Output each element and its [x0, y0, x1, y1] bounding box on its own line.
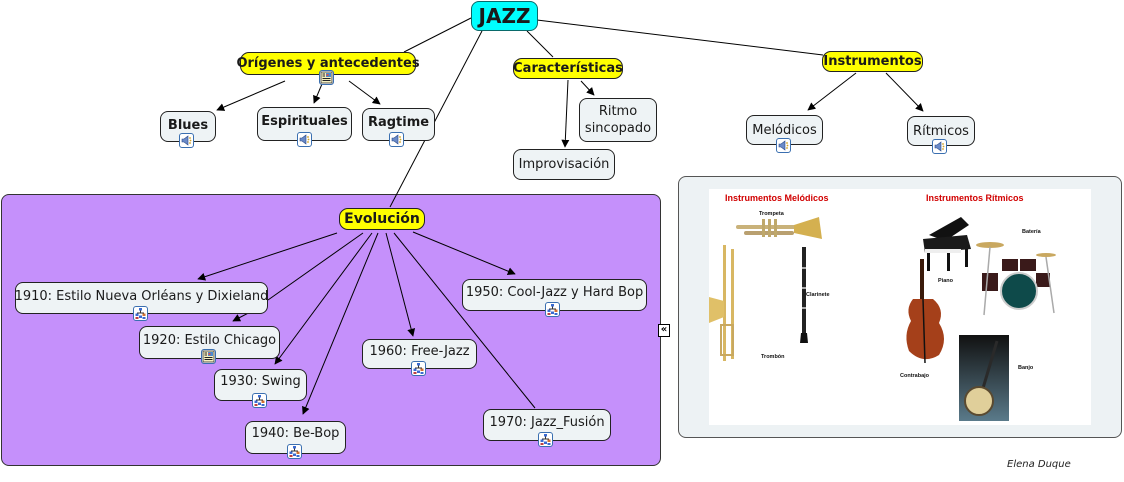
link-instr-rhythmic	[885, 72, 924, 112]
trombone-label: Trombón	[761, 354, 785, 360]
node-blues[interactable]: Blues	[160, 111, 216, 142]
category-instruments-label: Instrumentos	[823, 54, 922, 69]
double-bass-label: Contrabajo	[900, 373, 930, 379]
node-melodicos-label: Melódicos	[752, 122, 817, 138]
speaker-audio-icon[interactable]	[179, 133, 194, 148]
concept-map-icon[interactable]	[411, 361, 426, 376]
document-image-icon[interactable]	[319, 70, 334, 85]
link-root-characteristics	[526, 30, 554, 58]
category-origins-label: Orígenes y antecedentes	[236, 56, 420, 71]
rhythmic-title: Instrumentos Rítmicos	[926, 193, 1024, 203]
concept-map-icon[interactable]	[252, 393, 267, 408]
root-label: JAZZ	[478, 3, 531, 28]
drums-label: Batería	[1022, 229, 1041, 235]
category-characteristics[interactable]: Características	[513, 58, 623, 79]
node-improvisacion[interactable]: Improvisación	[513, 149, 615, 180]
node-ritmo-sincopado[interactable]: Ritmo sincopado	[579, 98, 657, 142]
trumpet-image	[736, 217, 822, 239]
author-label: Elena Duque	[1007, 459, 1071, 470]
banjo-label: Banjo	[1018, 365, 1034, 371]
node-1950-label: 1950: Cool-Jazz y Hard Bop	[465, 285, 644, 300]
node-ritmicos-label: Rítmicos	[913, 123, 969, 139]
piano-image	[923, 217, 971, 271]
node-blues-label: Blues	[167, 118, 209, 133]
link-char-improv	[561, 79, 570, 148]
speaker-audio-icon[interactable]	[932, 139, 947, 154]
link-origins-espirituales	[313, 83, 323, 104]
node-ragtime-label: Ragtime	[367, 115, 430, 130]
banjo-image	[959, 335, 1009, 421]
link-root-origins	[403, 17, 472, 53]
speaker-audio-icon[interactable]	[389, 132, 404, 147]
double-bass-image	[906, 259, 944, 364]
category-characteristics-label: Características	[513, 61, 623, 76]
link-char-rhythm	[580, 80, 595, 96]
trombone-image	[709, 245, 734, 361]
node-1910-label: 1910: Estilo Nueva Orléans y Dixieland	[14, 289, 269, 304]
piano-label: Piano	[938, 278, 953, 284]
trumpet-label: Trompeta	[759, 211, 784, 217]
node-1910[interactable]: 1910: Estilo Nueva Orléans y Dixieland	[15, 282, 268, 314]
node-1940-label: 1940: Be-Bop	[251, 426, 340, 441]
clarinet-label: Clarinete	[806, 292, 830, 298]
node-1970-label: 1970: Jazz_Fusión	[489, 415, 605, 430]
category-evolution-label: Evolución	[344, 210, 420, 227]
category-instruments[interactable]: Instrumentos	[822, 51, 923, 72]
concept-map-icon[interactable]	[133, 306, 148, 321]
root-node-jazz[interactable]: JAZZ	[471, 1, 538, 31]
speaker-audio-icon[interactable]	[297, 132, 312, 147]
concept-map-icon[interactable]	[287, 444, 302, 459]
concept-map-icon[interactable]	[538, 432, 553, 447]
clarinet-image	[800, 247, 808, 343]
node-1920-label: 1920: Estilo Chicago	[142, 333, 277, 348]
drums-image	[976, 242, 1056, 316]
speaker-audio-icon[interactable]	[776, 138, 791, 153]
node-espirituales-label: Espirituales	[261, 114, 348, 129]
instruments-image: Instrumentos Melódicos Instrumentos Rítm…	[709, 189, 1091, 425]
node-1960-label: 1960: Free-Jazz	[369, 344, 470, 359]
collapse-panel-button[interactable]: «	[658, 324, 670, 337]
link-instr-melodic	[807, 72, 857, 111]
link-origins-blues	[216, 80, 286, 111]
node-improvisacion-label: Improvisación	[518, 157, 610, 172]
instruments-image-panel: Instrumentos Melódicos Instrumentos Rítm…	[678, 176, 1122, 438]
node-ritmo-sincopado-label: Ritmo sincopado	[584, 104, 652, 136]
concept-map-icon[interactable]	[545, 302, 560, 317]
category-evolution[interactable]: Evolución	[339, 208, 425, 230]
melodic-title: Instrumentos Melódicos	[725, 193, 829, 203]
link-root-instruments	[536, 19, 824, 56]
node-1930-label: 1930: Swing	[220, 374, 301, 389]
document-image-icon[interactable]	[201, 349, 216, 364]
link-origins-ragtime	[348, 80, 381, 105]
